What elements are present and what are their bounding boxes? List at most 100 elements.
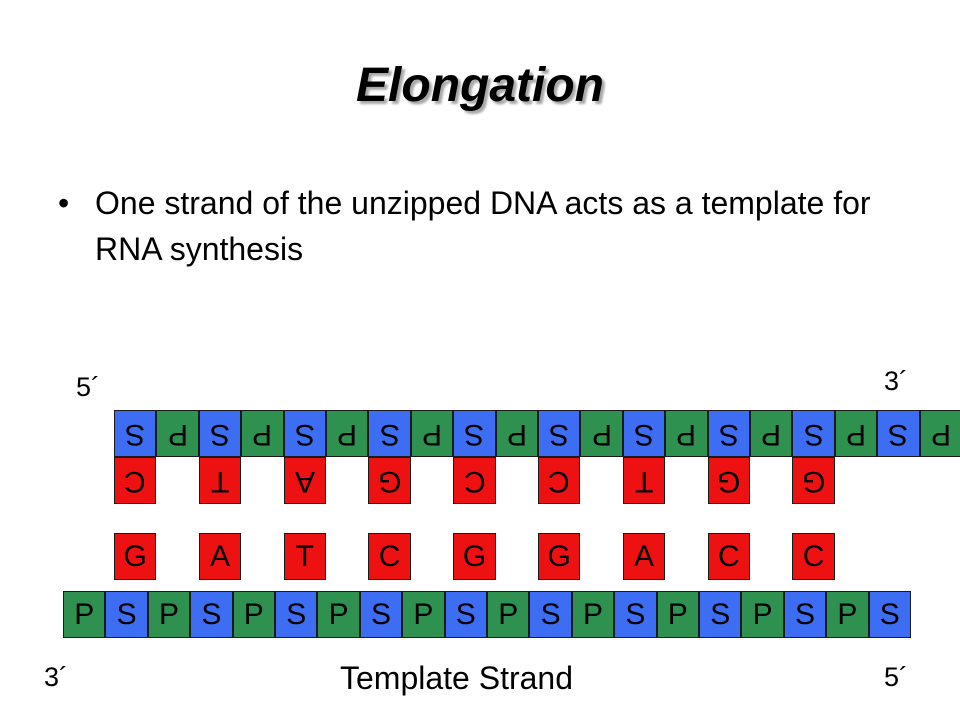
template-base: G — [538, 533, 581, 580]
template-sugar: S — [614, 591, 657, 638]
top-sugar-letter: S — [718, 417, 739, 451]
template-base: C — [368, 533, 411, 580]
top-base: T — [622, 457, 666, 504]
top-phosphate-letter: P — [761, 417, 782, 451]
template-sugar: S — [359, 591, 403, 638]
top-base: A — [283, 457, 326, 504]
top-base: C — [538, 457, 581, 504]
template-sugar-letter: S — [286, 597, 307, 631]
template-base-letter: C — [717, 539, 740, 573]
top-sugar: S — [283, 410, 326, 457]
top-base-letter: C — [548, 464, 571, 498]
template-base-letter: G — [123, 539, 147, 573]
template-base-letter: G — [547, 539, 571, 573]
template-phosphate-letter: P — [498, 597, 519, 631]
template-sugar: S — [275, 591, 318, 638]
template-sugar: S — [444, 591, 487, 638]
template-sugar-letter: S — [455, 597, 476, 631]
top-sugar-letter: S — [379, 417, 400, 451]
top-base: T — [198, 457, 242, 504]
top-base-letter: T — [634, 464, 654, 498]
top-phosphate-letter: P — [337, 417, 358, 451]
bullet-marker: • — [58, 185, 70, 221]
template-sugar-letter: S — [201, 597, 222, 631]
template-base: G — [453, 533, 496, 580]
top-phosphate-letter: P — [506, 417, 527, 451]
template-phosphate-letter: P — [243, 597, 264, 631]
top-base: G — [368, 457, 411, 504]
top-sugar: S — [368, 410, 411, 457]
top-sugar: S — [538, 410, 581, 457]
top-sugar: S — [792, 410, 835, 457]
top-phosphate-letter: P — [676, 417, 697, 451]
top-left-end-label: 5´ — [76, 372, 101, 402]
bottom-right-end-label: 5´ — [884, 662, 909, 692]
template-phosphate-letter: P — [158, 597, 179, 631]
template-sugar-letter: S — [879, 597, 900, 631]
top-base-letter: C — [124, 464, 147, 498]
template-phosphate: P — [147, 591, 191, 638]
top-sugar: S — [114, 410, 157, 457]
top-sugar-letter: S — [209, 417, 230, 451]
template-phosphate: P — [656, 591, 699, 638]
template-base-letter: A — [209, 539, 230, 573]
top-phosphate: P — [580, 410, 623, 457]
template-phosphate: P — [741, 591, 784, 638]
top-sugar-letter: S — [549, 417, 570, 451]
top-sugar: S — [707, 410, 750, 457]
template-phosphate: P — [402, 591, 445, 638]
template-base: C — [707, 533, 750, 580]
top-sugar: S — [198, 410, 242, 457]
template-phosphate-letter: P — [413, 597, 434, 631]
template-phosphate-letter: P — [74, 597, 95, 631]
top-base-letter: T — [210, 464, 230, 498]
top-phosphate-letter: P — [930, 417, 951, 451]
template-base-letter: G — [462, 539, 487, 573]
template-sugar-letter: S — [540, 597, 561, 631]
template-sugar: S — [868, 591, 911, 638]
top-phosphate-letter: P — [421, 417, 442, 451]
template-base: C — [792, 533, 835, 580]
top-sugar: S — [622, 410, 666, 457]
template-phosphate-letter: P — [752, 597, 773, 631]
top-phosphate: P — [410, 410, 454, 457]
template-phosphate: P — [571, 591, 615, 638]
template-phosphate: P — [826, 591, 869, 638]
top-base: C — [114, 457, 157, 504]
top-phosphate: P — [495, 410, 538, 457]
template-sugar-letter: S — [370, 597, 391, 631]
bullet-text: One strand of the unzipped DNA acts as a… — [95, 185, 871, 267]
template-sugar: S — [783, 591, 827, 638]
top-sugar-letter: S — [125, 417, 146, 451]
template-base: T — [283, 533, 326, 580]
top-base: G — [707, 457, 750, 504]
bottom-left-end-label: 3´ — [44, 662, 69, 692]
top-base-letter: G — [377, 464, 402, 498]
template-strand-label: Template Strand — [340, 660, 574, 696]
top-right-end-label: 3´ — [884, 366, 909, 396]
template-phosphate: P — [232, 591, 275, 638]
template-base-letter: C — [802, 539, 825, 573]
template-sugar-letter: S — [710, 597, 731, 631]
top-base: G — [792, 457, 835, 504]
slide-title: Elongation — [356, 59, 604, 112]
top-base: C — [453, 457, 496, 504]
top-sugar-letter: S — [888, 417, 909, 451]
template-base: A — [622, 533, 666, 580]
template-sugar: S — [190, 591, 233, 638]
top-phosphate: P — [156, 410, 199, 457]
top-phosphate-letter: P — [591, 417, 612, 451]
top-base-letter: C — [463, 464, 486, 498]
template-base-letter: T — [295, 539, 314, 573]
top-phosphate: P — [326, 410, 369, 457]
top-phosphate-letter: P — [167, 417, 188, 451]
template-base: A — [198, 533, 242, 580]
top-sugar: S — [453, 410, 496, 457]
template-phosphate-letter: P — [328, 597, 349, 631]
top-phosphate-letter: P — [845, 417, 866, 451]
template-phosphate-letter: P — [837, 597, 858, 631]
top-phosphate: P — [834, 410, 878, 457]
template-sugar-letter: S — [116, 597, 137, 631]
template-phosphate-letter: P — [582, 597, 603, 631]
